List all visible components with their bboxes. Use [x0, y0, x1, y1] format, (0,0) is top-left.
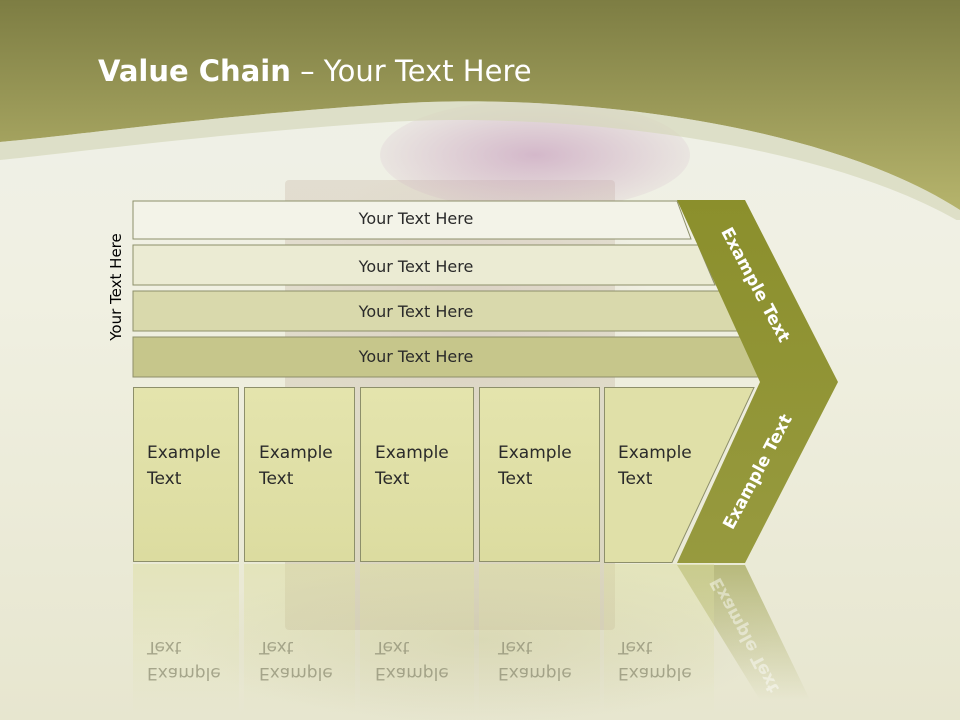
title-rest: – Your Text Here: [290, 54, 532, 88]
title-bold: Value Chain: [98, 54, 291, 88]
bar-1-label: Your Text Here: [358, 209, 474, 228]
column-3: [360, 387, 474, 562]
slide-title: Value Chain – Your Text Here: [98, 54, 532, 88]
bar-2-label: Your Text Here: [358, 257, 474, 276]
column-2: [244, 387, 355, 562]
column-2-reflection: [244, 564, 355, 714]
column-1-reflection: [133, 564, 239, 714]
bar-2: [132, 244, 716, 286]
chevron: [677, 200, 838, 563]
column-4: [479, 387, 600, 562]
header-band: [0, 0, 960, 220]
column-1: [133, 387, 239, 562]
chevron-reflection: [677, 565, 810, 700]
bar-3-label: Your Text Here: [358, 302, 474, 321]
column-5: [604, 387, 755, 563]
bar-1: [132, 200, 692, 240]
column-4-reflection: [479, 564, 600, 714]
bar-4-label: Your Text Here: [358, 347, 474, 366]
column-5-reflection: [604, 564, 714, 714]
column-3-reflection: [360, 564, 474, 714]
